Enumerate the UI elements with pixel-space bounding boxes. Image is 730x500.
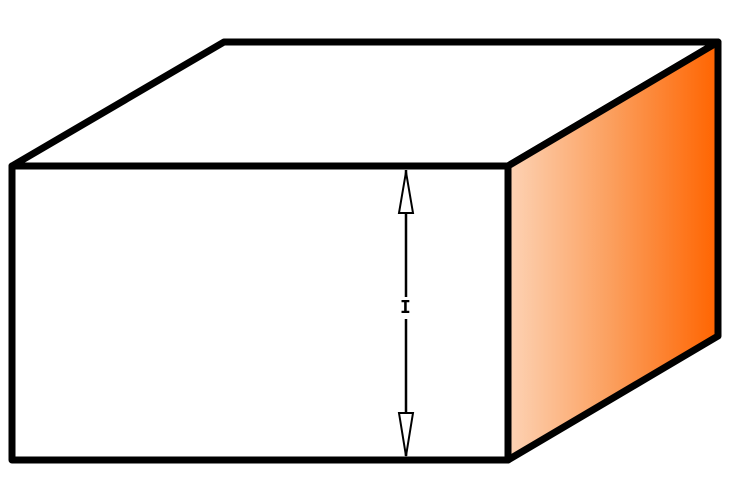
dimension-label: I — [400, 297, 411, 319]
arrowhead-down-icon — [397, 412, 415, 457]
arrowhead-up-icon — [397, 171, 415, 214]
front-face — [8, 162, 512, 464]
